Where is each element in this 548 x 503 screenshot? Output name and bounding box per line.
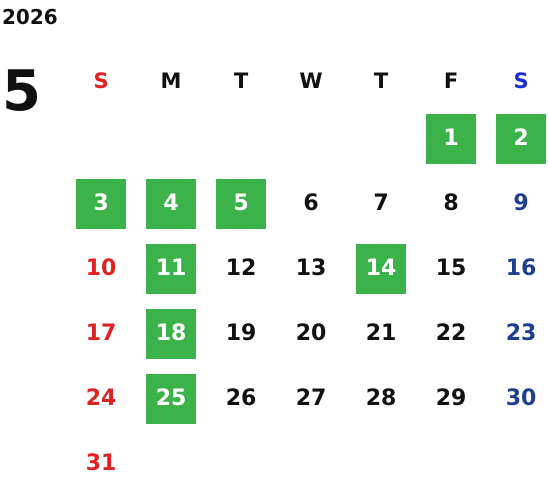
day-cell: 11 <box>136 236 206 301</box>
day-number: 16 <box>505 256 537 281</box>
empty-day-cell <box>206 106 276 171</box>
day-number: 13 <box>295 256 327 281</box>
weekday-saturday: S <box>513 69 529 93</box>
day-cell: 30 <box>486 366 548 431</box>
day-cell: 6 <box>276 171 346 236</box>
weekday-monday: M <box>160 69 182 93</box>
day-cell: 2 <box>486 106 548 171</box>
empty-day-cell <box>346 106 416 171</box>
weekday-header: S M T W T F S <box>66 56 548 106</box>
day-cell: 1 <box>416 106 486 171</box>
week-row: 24 25 26 27 28 29 30 <box>66 366 548 431</box>
day-cell: 8 <box>416 171 486 236</box>
day-number: 19 <box>225 321 257 346</box>
day-cell: 17 <box>66 301 136 366</box>
highlighted-day-number: 3 <box>76 178 126 229</box>
highlighted-day-number: 4 <box>146 178 196 229</box>
day-number: 22 <box>435 321 467 346</box>
day-cell: 26 <box>206 366 276 431</box>
empty-day-cell <box>136 106 206 171</box>
day-number: 27 <box>295 386 327 411</box>
day-cell: 29 <box>416 366 486 431</box>
empty-day-cell <box>276 106 346 171</box>
day-number: 9 <box>513 191 529 216</box>
day-number: 20 <box>295 321 327 346</box>
day-cell: 24 <box>66 366 136 431</box>
day-cell: 13 <box>276 236 346 301</box>
day-cell: 10 <box>66 236 136 301</box>
weekday-wednesday: W <box>299 69 323 93</box>
week-row: 10 11 12 13 14 15 16 <box>66 236 548 301</box>
day-number: 30 <box>505 386 537 411</box>
weekday-friday: F <box>443 69 459 93</box>
day-number: 29 <box>435 386 467 411</box>
day-cell: 16 <box>486 236 548 301</box>
highlighted-day-number: 11 <box>146 243 196 294</box>
highlighted-day-number: 1 <box>426 113 476 164</box>
day-number: 26 <box>225 386 257 411</box>
weekday-tuesday: T <box>233 69 249 93</box>
day-cell: 20 <box>276 301 346 366</box>
empty-day-cell <box>486 431 548 496</box>
week-row: 17 18 19 20 21 22 23 <box>66 301 548 366</box>
day-cell: 18 <box>136 301 206 366</box>
month-label: 5 <box>2 59 41 124</box>
day-cell: 21 <box>346 301 416 366</box>
highlighted-day-number: 2 <box>496 113 546 164</box>
day-number: 7 <box>373 191 389 216</box>
day-number: 31 <box>85 451 117 476</box>
day-number: 8 <box>443 191 459 216</box>
day-cell: 7 <box>346 171 416 236</box>
day-cell: 23 <box>486 301 548 366</box>
day-number: 23 <box>505 321 537 346</box>
empty-day-cell <box>66 106 136 171</box>
day-cell: 9 <box>486 171 548 236</box>
day-cell: 22 <box>416 301 486 366</box>
day-number: 10 <box>85 256 117 281</box>
empty-day-cell <box>276 431 346 496</box>
day-cell: 25 <box>136 366 206 431</box>
empty-day-cell <box>416 431 486 496</box>
week-row: 31 <box>66 431 548 496</box>
highlighted-day-number: 18 <box>146 308 196 359</box>
day-number: 6 <box>303 191 319 216</box>
day-cell: 12 <box>206 236 276 301</box>
highlighted-day-number: 5 <box>216 178 266 229</box>
day-cell: 19 <box>206 301 276 366</box>
highlighted-day-number: 25 <box>146 373 196 424</box>
day-cell: 4 <box>136 171 206 236</box>
day-number: 12 <box>225 256 257 281</box>
day-number: 24 <box>85 386 117 411</box>
day-cell: 5 <box>206 171 276 236</box>
day-cell: 28 <box>346 366 416 431</box>
highlighted-day-number: 14 <box>356 243 406 294</box>
day-number: 15 <box>435 256 467 281</box>
day-number: 28 <box>365 386 397 411</box>
day-number: 17 <box>85 321 117 346</box>
day-cell: 3 <box>66 171 136 236</box>
weekday-sunday: S <box>93 69 109 93</box>
day-number: 21 <box>365 321 397 346</box>
weekday-thursday: T <box>373 69 389 93</box>
empty-day-cell <box>346 431 416 496</box>
empty-day-cell <box>206 431 276 496</box>
empty-day-cell <box>136 431 206 496</box>
day-cell: 15 <box>416 236 486 301</box>
day-cell: 27 <box>276 366 346 431</box>
day-cell: 31 <box>66 431 136 496</box>
year-label: 2026 <box>2 5 58 29</box>
day-cell: 14 <box>346 236 416 301</box>
